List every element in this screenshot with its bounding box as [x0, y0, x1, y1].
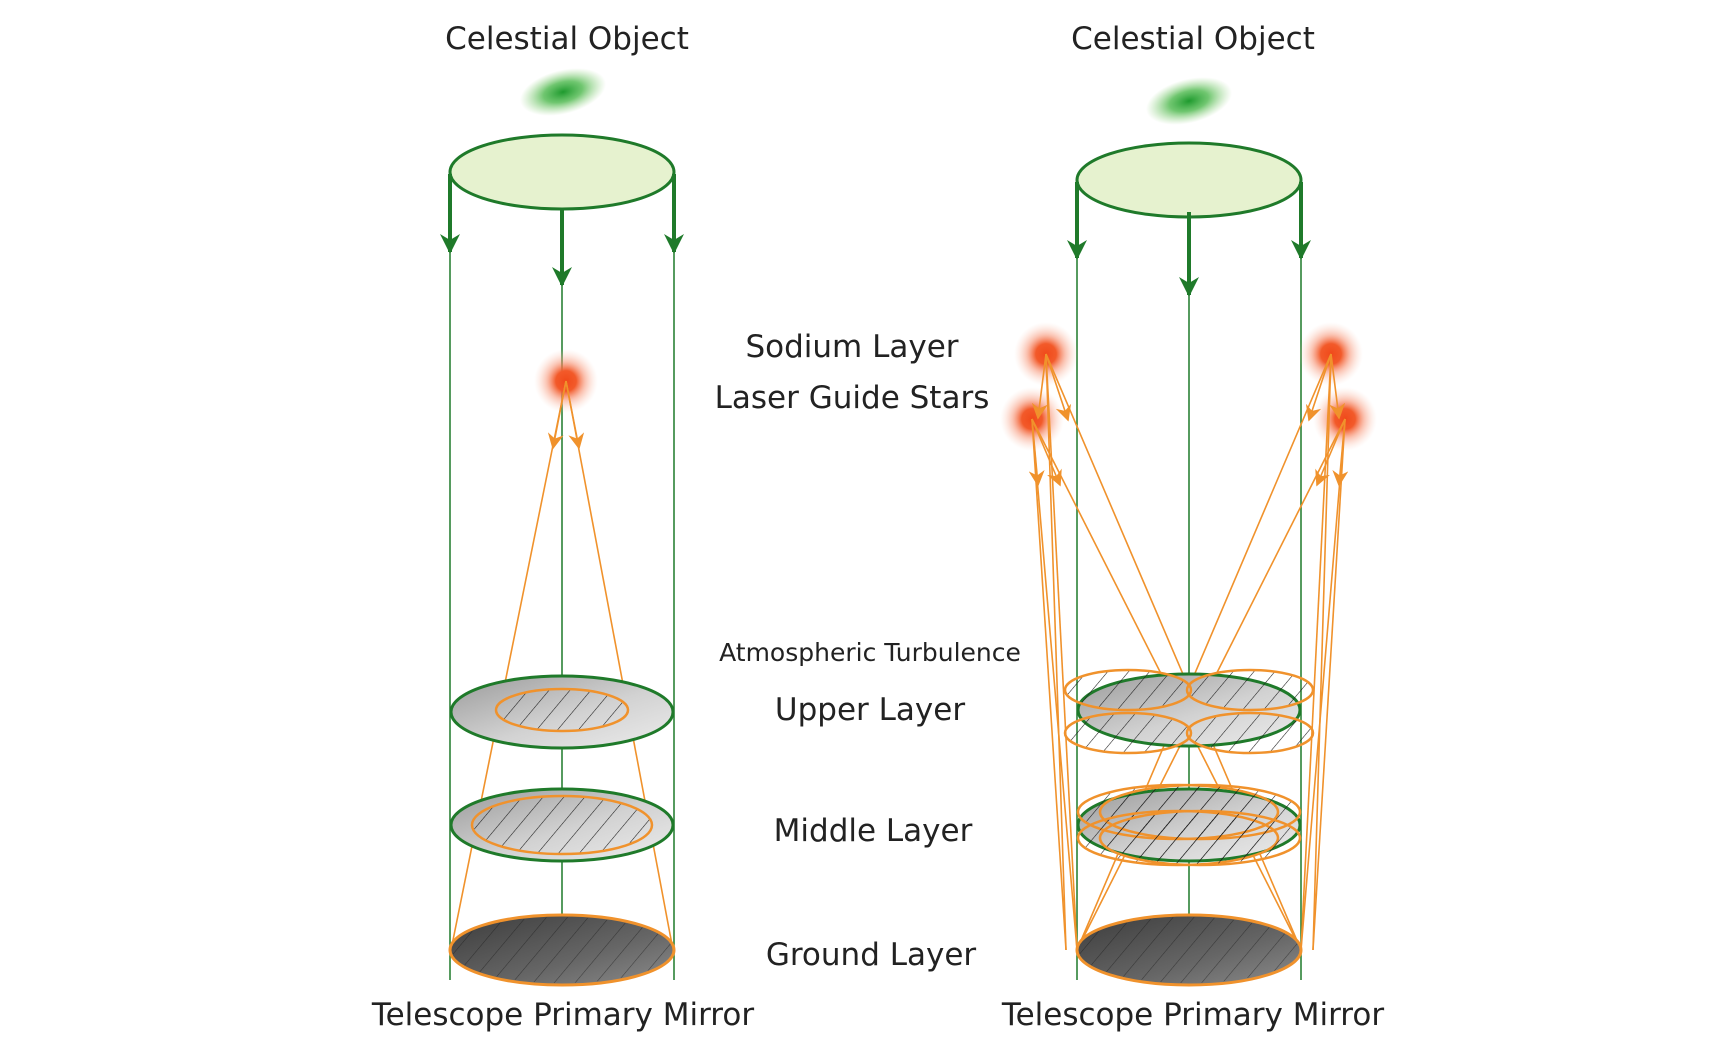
left-green-beams	[440, 174, 684, 980]
right-bottom-label: Telescope Primary Mirror	[1001, 997, 1384, 1033]
left-celestial-object-glow	[519, 68, 607, 116]
right-upper-layer	[1063, 668, 1315, 755]
left-celestial-disc	[448, 133, 676, 211]
center-labels: Sodium Layer Laser Guide Stars Atmospher…	[715, 329, 1021, 973]
right-diagram: Celestial Object	[1000, 21, 1384, 1033]
right-middle-layer	[1076, 783, 1302, 867]
atmospheric-turbulence-label: Atmospheric Turbulence	[719, 638, 1021, 667]
left-upper-layer	[449, 674, 675, 750]
ground-layer-label: Ground Layer	[766, 937, 977, 973]
middle-layer-label: Middle Layer	[774, 813, 973, 849]
right-celestial-disc	[1075, 141, 1303, 219]
laser-guide-stars-label: Laser Guide Stars	[715, 380, 990, 416]
upper-layer-label: Upper Layer	[775, 692, 965, 728]
left-primary-mirror	[448, 913, 676, 987]
right-top-label: Celestial Object	[1071, 21, 1315, 57]
sodium-layer-label: Sodium Layer	[745, 329, 958, 365]
left-diagram: Celestial Object	[371, 21, 754, 1033]
right-celestial-object-glow	[1145, 77, 1233, 125]
left-top-label: Celestial Object	[445, 21, 689, 57]
right-primary-mirror	[1075, 913, 1303, 987]
left-orange-cone	[450, 380, 674, 951]
left-bottom-label: Telescope Primary Mirror	[371, 997, 754, 1033]
left-middle-layer	[449, 787, 675, 863]
